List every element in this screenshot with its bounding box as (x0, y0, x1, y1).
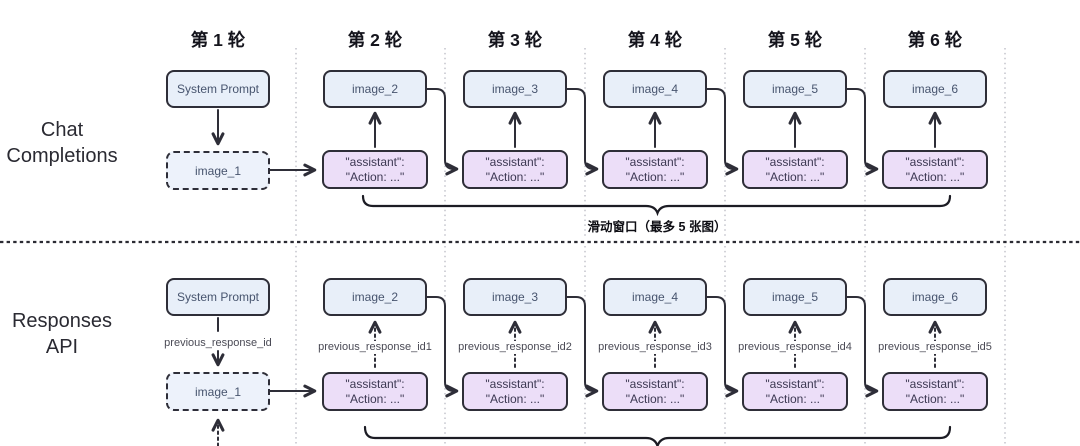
chat-completions-label: Chat Completions (0, 117, 124, 169)
round-header-2: 第 2 轮 (347, 30, 403, 50)
responses-prev-id-label-3: previous_response_id3 (590, 341, 720, 354)
sliding-window-brace-top (361, 194, 952, 217)
chat-assistant-box-2: "assistant": "Action: ..." (322, 150, 428, 189)
assistant-line1: "assistant": (905, 154, 965, 169)
chat-assistant-box-6: "assistant": "Action: ..." (882, 150, 988, 189)
responses-image-box-2: image_2 (323, 278, 427, 316)
assistant-line2: "Action: ..." (485, 169, 545, 184)
chat-assistant-box-5: "assistant": "Action: ..." (742, 150, 848, 189)
responses-api-label: Responses API (0, 308, 124, 360)
responses-image-box-3: image_3 (463, 278, 567, 316)
chat-assistant-box-3: "assistant": "Action: ..." (462, 150, 568, 189)
sliding-window-label: 滑动窗口（最多 5 张图） (587, 220, 727, 234)
chat-arrows (211, 88, 942, 177)
assistant-line1: "assistant": (485, 376, 545, 391)
round-header-4: 第 4 轮 (627, 30, 683, 50)
chat-image-box-2: image_2 (323, 70, 427, 108)
image-label: image_2 (351, 290, 399, 304)
image-label: image_3 (491, 82, 539, 96)
system-prompt-label: System Prompt (176, 290, 260, 304)
chat-image1-box: image_1 (166, 151, 270, 190)
responses-prev-id-label-4: previous_response_id4 (730, 341, 860, 354)
assistant-line2: "Action: ..." (345, 391, 405, 406)
assistant-line1: "assistant": (625, 376, 685, 391)
assistant-line2: "Action: ..." (765, 169, 825, 184)
assistant-line1: "assistant": (345, 376, 405, 391)
chat-label-line1: Chat (40, 119, 84, 141)
assistant-line1: "assistant": (485, 154, 545, 169)
column-separators-bottom (295, 246, 1006, 446)
responses-prev-id-label-5: previous_response_id5 (870, 341, 1000, 354)
assistant-line2: "Action: ..." (345, 169, 405, 184)
round-header-5: 第 5 轮 (767, 30, 823, 50)
responses-image-box-5: image_5 (743, 278, 847, 316)
chat-image-box-5: image_5 (743, 70, 847, 108)
chat-assistant-box-4: "assistant": "Action: ..." (602, 150, 708, 189)
responses-image-box-4: image_4 (603, 278, 707, 316)
image-label: image_1 (194, 384, 242, 399)
responses-arrows (211, 296, 942, 446)
image-label: image_6 (911, 82, 959, 96)
assistant-line2: "Action: ..." (625, 169, 685, 184)
image-label: image_4 (631, 82, 679, 96)
assistant-line2: "Action: ..." (485, 391, 545, 406)
chat-label-line2: Completions (6, 145, 118, 167)
responses-assistant-box-6: "assistant": "Action: ..." (882, 372, 988, 411)
round-header-3: 第 3 轮 (487, 30, 543, 50)
assistant-line2: "Action: ..." (625, 391, 685, 406)
chat-system-prompt-box: System Prompt (166, 70, 270, 108)
responses-image-box-6: image_6 (883, 278, 987, 316)
sliding-window-brace-bottom (363, 425, 952, 446)
responses-assistant-box-4: "assistant": "Action: ..." (602, 372, 708, 411)
assistant-line1: "assistant": (345, 154, 405, 169)
responses-prev-id-label-2: previous_response_id2 (450, 341, 580, 354)
chat-image-box-6: image_6 (883, 70, 987, 108)
responses-image1-box: image_1 (166, 372, 270, 411)
assistant-line2: "Action: ..." (905, 169, 965, 184)
assistant-line1: "assistant": (765, 376, 825, 391)
responses-assistant-box-5: "assistant": "Action: ..." (742, 372, 848, 411)
responses-prev-id-label: previous_response_id (153, 337, 283, 350)
assistant-line2: "Action: ..." (765, 391, 825, 406)
assistant-line1: "assistant": (905, 376, 965, 391)
responses-prev-id-label-1: previous_response_id1 (310, 341, 440, 354)
responses-label-line1: Responses (11, 310, 113, 332)
system-prompt-label: System Prompt (176, 82, 260, 96)
image-label: image_1 (194, 163, 242, 178)
image-label: image_3 (491, 290, 539, 304)
image-label: image_2 (351, 82, 399, 96)
responses-label-line2: API (45, 336, 79, 358)
assistant-line1: "assistant": (765, 154, 825, 169)
round-header-1: 第 1 轮 (190, 30, 246, 50)
round-header-6: 第 6 轮 (907, 30, 963, 50)
image-label: image_6 (911, 290, 959, 304)
chat-image-box-3: image_3 (463, 70, 567, 108)
assistant-line1: "assistant": (625, 154, 685, 169)
responses-assistant-box-3: "assistant": "Action: ..." (462, 372, 568, 411)
image-label: image_5 (771, 82, 819, 96)
image-label: image_5 (771, 290, 819, 304)
image-label: image_4 (631, 290, 679, 304)
responses-system-prompt-box: System Prompt (166, 278, 270, 316)
chat-image-box-4: image_4 (603, 70, 707, 108)
assistant-line2: "Action: ..." (905, 391, 965, 406)
responses-assistant-box-2: "assistant": "Action: ..." (322, 372, 428, 411)
